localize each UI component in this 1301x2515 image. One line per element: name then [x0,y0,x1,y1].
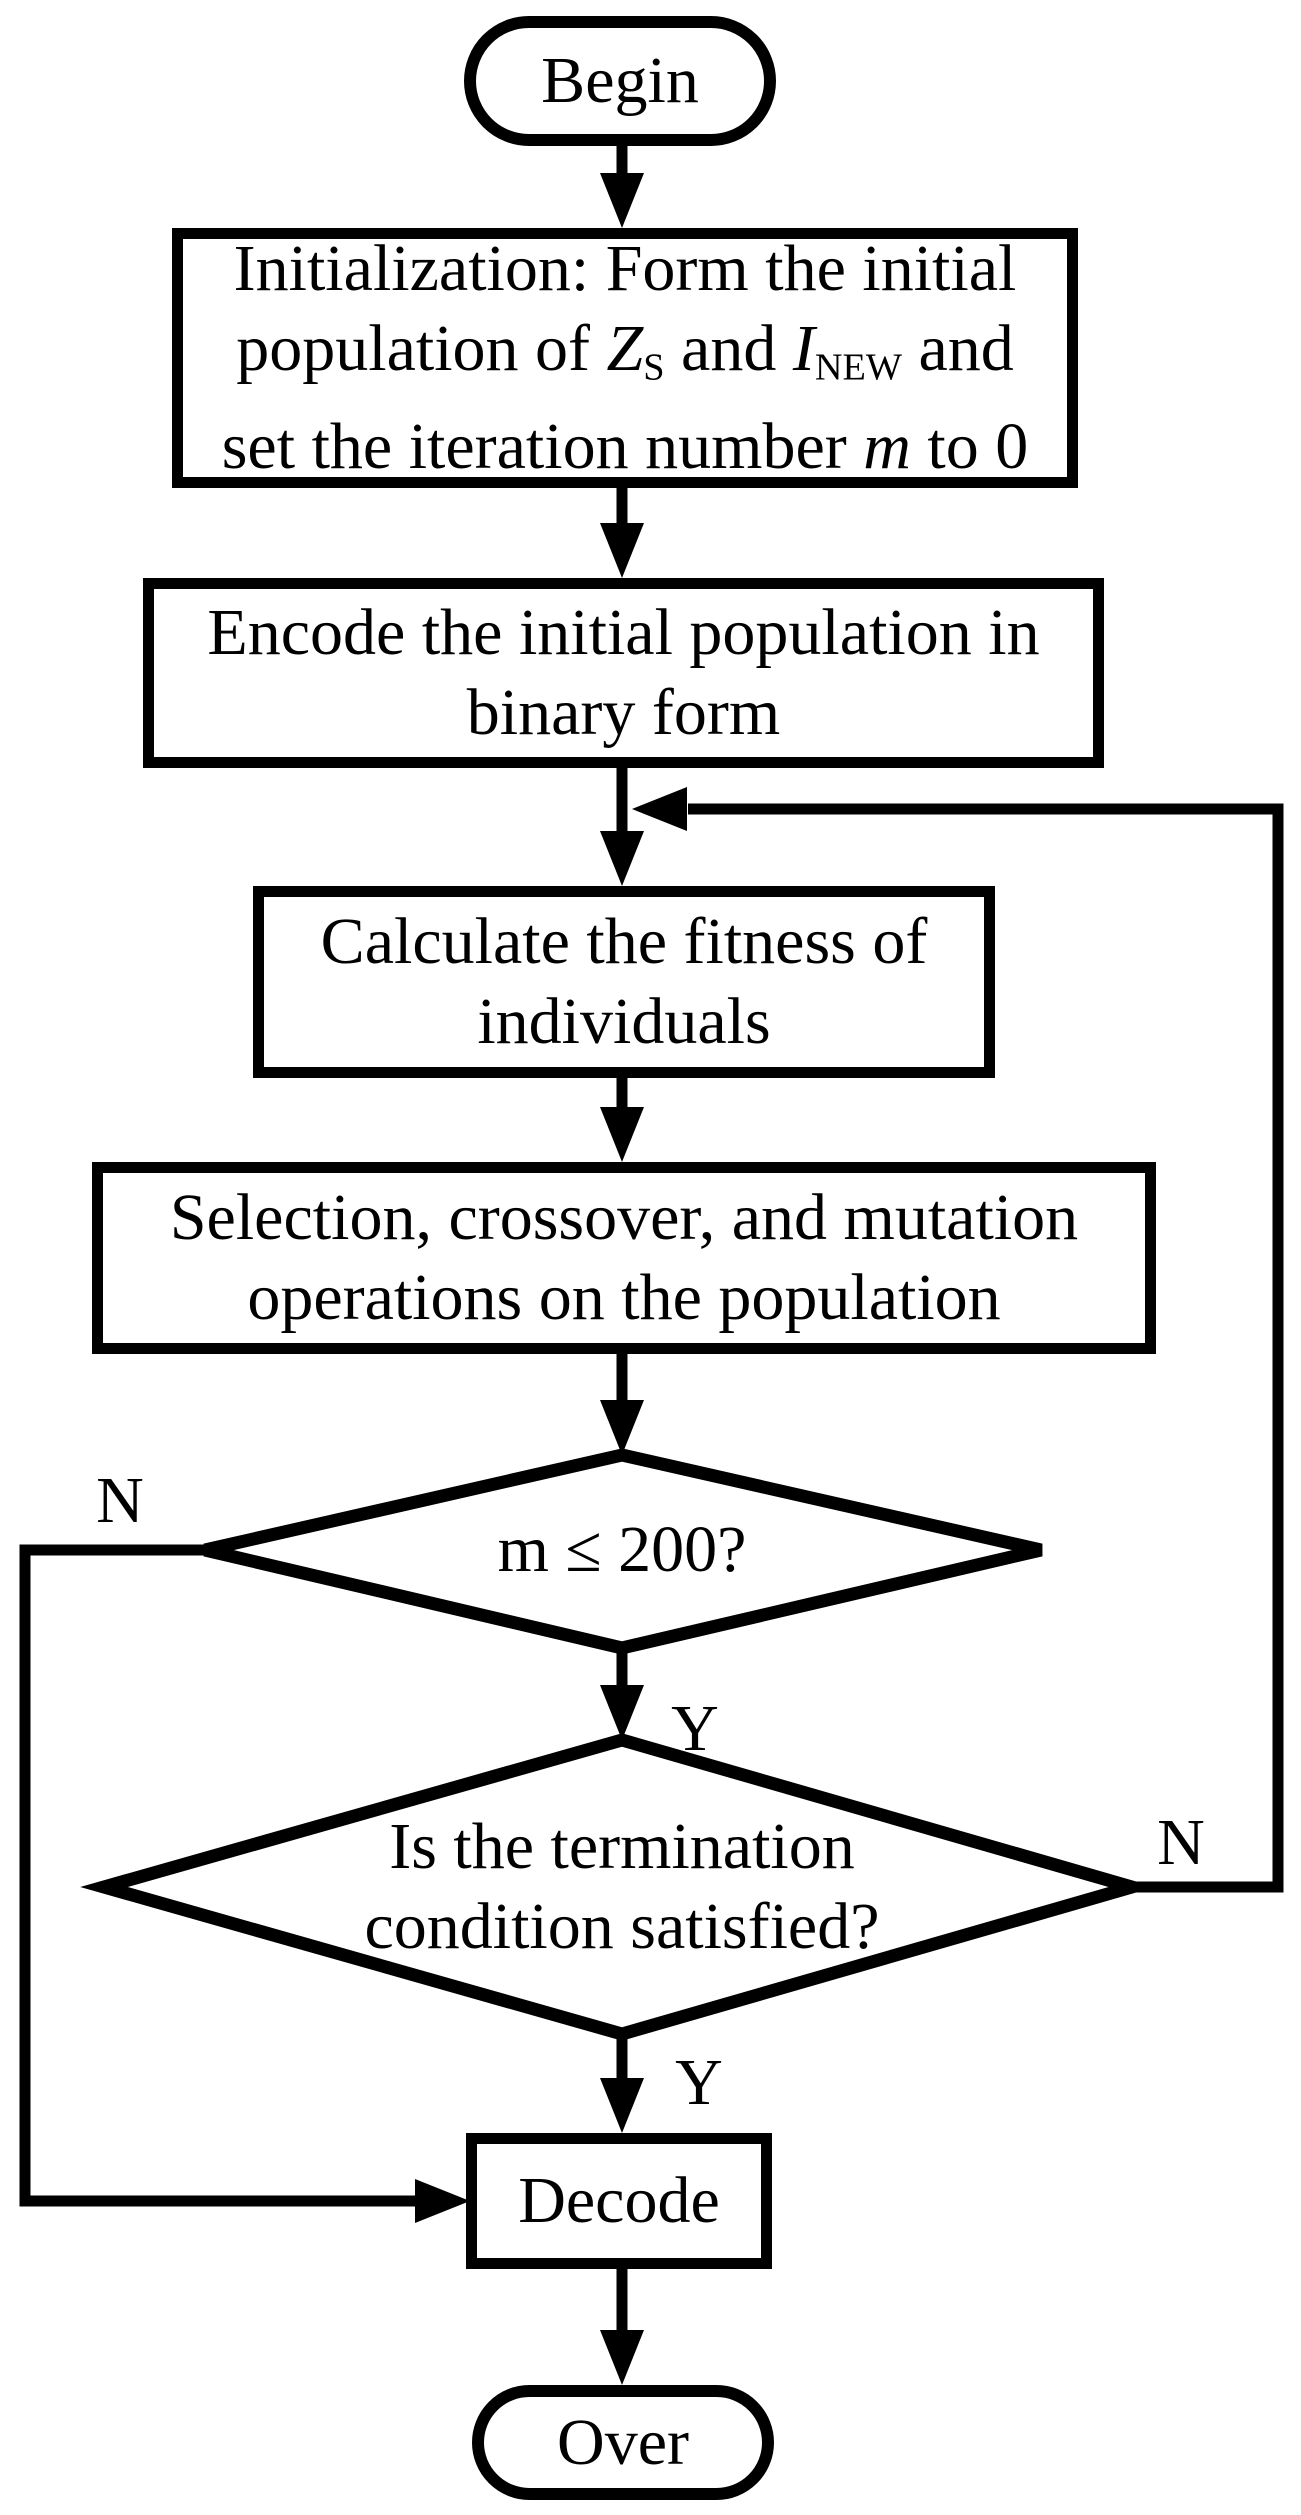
arrowhead-no-into-decode [415,2179,470,2223]
arrowhead-begin-to-init [600,173,644,228]
arrowhead-decode-to-over [600,2330,644,2385]
decision-iteration-shape [203,1448,1043,1655]
process-fitness: Calculate the fitness of individuals [253,886,995,1078]
edge-label-termination-yes: Y [675,2046,723,2119]
edge-label-iteration-yes: Y [671,1692,719,1765]
arrowhead-loopback [632,787,687,831]
decision-termination-shape [80,1733,1156,2041]
terminal-over-label: Over [557,2405,689,2479]
process-initialization-line1: Initialization: Form the initial [233,231,1017,305]
arrowhead-init-to-encode [600,523,644,578]
arrowhead-fitness-to-selection [600,1107,644,1162]
terminal-over: Over [472,2385,774,2500]
decision-iteration-label: m ≤ 200? [497,1513,747,1586]
edge-iteration-no-path [19,1544,434,2207]
terminal-begin: Begin [464,16,776,146]
process-encode: Encode the initial population in binary … [143,578,1104,768]
process-initialization-line2: population of ZS and INEW and [236,311,1014,389]
decision-termination-label: Is the termination condition satisfied? [364,1810,880,1963]
terminal-begin-label: Begin [541,44,699,117]
arrowhead-selection-to-iteration [600,1400,644,1455]
arrowhead-encode-to-fitness [600,831,644,886]
edge-termination-no-path [688,803,1284,1893]
process-initialization: Initialization: Form the initial populat… [172,228,1078,488]
edge-label-termination-no: N [1157,1806,1205,1879]
process-initialization-line3: set the iteration number m to 0 [221,410,1029,484]
arrowhead-iteration-yes [600,1685,644,1740]
arrowhead-termination-yes [600,2078,644,2133]
process-selection: Selection, crossover, and mutation opera… [92,1162,1156,1354]
process-decode: Decode [466,2133,772,2269]
edge-label-iteration-no: N [96,1464,144,1537]
